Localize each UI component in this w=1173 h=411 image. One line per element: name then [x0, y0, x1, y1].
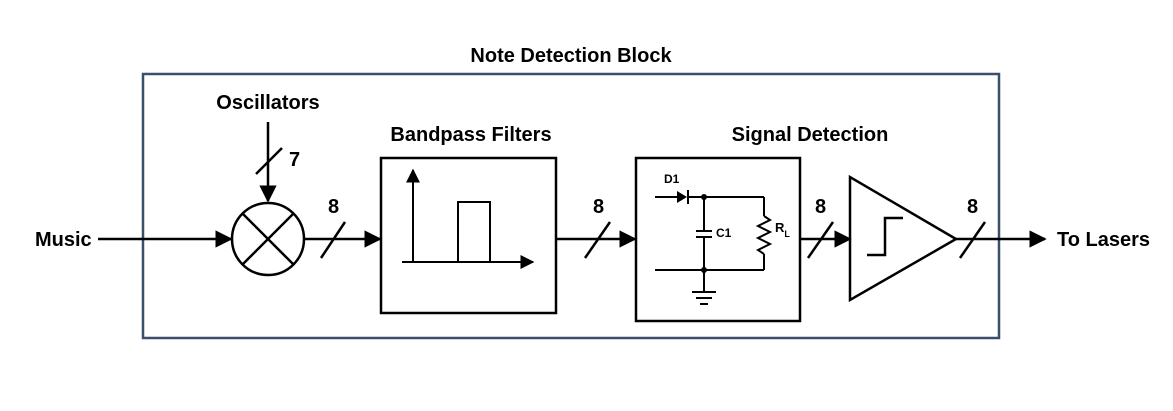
resistor-icon	[755, 215, 773, 255]
input-label: Music	[35, 229, 92, 251]
mixer-icon	[230, 201, 306, 277]
output-bus-slash	[958, 221, 987, 259]
diode-label: D1	[664, 172, 680, 186]
output-label: To Lasers	[1057, 229, 1150, 251]
detection-label: Signal Detection	[732, 124, 889, 146]
oscillators-label: Oscillators	[216, 92, 319, 114]
diagram-title: Note Detection Block	[470, 45, 672, 67]
bandpass-response-icon	[402, 168, 535, 269]
filter-bus-width: 8	[593, 196, 604, 218]
mixer-bus-slash	[319, 221, 347, 259]
mixer-bus-width: 8	[328, 196, 339, 218]
oscillator-bus-slash	[255, 147, 283, 175]
note-detection-frame	[141, 72, 1001, 340]
diode-icon	[677, 191, 687, 203]
envelope-detector-circuit: D1 C1 RL	[655, 172, 790, 305]
ground-icon	[692, 291, 716, 305]
detector-bus-slash	[806, 221, 835, 259]
step-response-icon	[867, 216, 903, 257]
oscillator-bus-width: 7	[289, 149, 300, 171]
filter-bus-slash	[583, 221, 612, 259]
output-bus-width: 8	[967, 196, 978, 218]
detector-bus-width: 8	[815, 196, 826, 218]
signal-detection-block: D1 C1 RL	[634, 156, 802, 323]
filters-label: Bandpass Filters	[390, 124, 551, 146]
capacitor-label: C1	[716, 226, 732, 240]
capacitor-icon	[696, 230, 712, 238]
resistor-label: RL	[775, 220, 790, 239]
bandpass-filter-block	[379, 156, 558, 315]
comparator-block	[848, 174, 959, 303]
